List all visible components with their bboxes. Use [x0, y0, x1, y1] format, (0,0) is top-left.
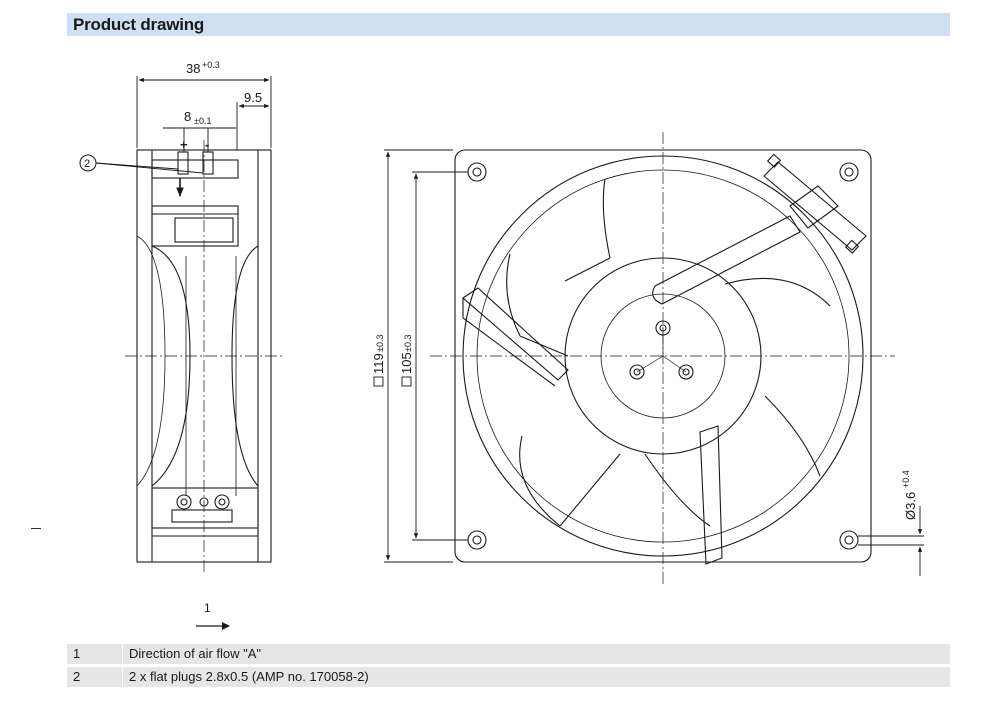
dim-width: 38: [186, 61, 200, 76]
dim-width-tol: +0.3: [202, 60, 220, 70]
front-view: [430, 132, 895, 584]
dim-square-outer: 119: [371, 353, 386, 374]
side-dimension-text: 38 +0.3 9.5 8 ±0.1 + -: [180, 60, 262, 152]
minus-sign: -: [205, 137, 209, 152]
dim-square-mount-tol: ±0.3: [403, 335, 413, 352]
legend-description: Direction of air flow "A": [129, 646, 262, 661]
callout-1-label: 1: [204, 601, 211, 615]
side-view: [125, 140, 285, 572]
legend-number: 2: [73, 669, 81, 684]
strut: [462, 287, 569, 381]
section-header: Product drawing: [67, 13, 950, 36]
product-drawing: 38 +0.3 9.5 8 ±0.1 + - 2: [79, 60, 924, 584]
front-dimension-text: 119 ±0.3 105 ±0.3 Ø3.6 +0.4: [371, 335, 918, 520]
front-dimensions: [384, 149, 924, 576]
section-title: Product drawing: [73, 15, 205, 34]
legend-description: 2 x flat plugs 2.8x0.5 (AMP no. 170058-2…: [129, 669, 369, 684]
dim-plug-spacing: 8: [184, 109, 191, 124]
dim-hole-dia: Ø3.6: [903, 492, 918, 520]
dim-plug-spacing-tol: ±0.1: [194, 116, 211, 126]
side-dimensions: [136, 76, 272, 152]
margin-mark: [31, 528, 41, 529]
mounting-holes: [467, 162, 859, 550]
callout-2: 2: [79, 154, 204, 174]
dim-square-outer-tol: ±0.3: [375, 335, 385, 352]
legend-row: 1 Direction of air flow "A": [67, 644, 950, 664]
legend-number: 1: [73, 646, 81, 661]
legend-row: 2 2 x flat plugs 2.8x0.5 (AMP no. 170058…: [67, 667, 950, 687]
airflow-arrow: [196, 622, 230, 630]
svg-text:2: 2: [84, 158, 90, 170]
dim-offset: 9.5: [244, 90, 262, 105]
dim-hole-dia-tol: +0.4: [901, 470, 911, 488]
blade: [602, 178, 611, 259]
dim-square-mount: 105: [399, 352, 414, 374]
plus-sign: +: [180, 137, 188, 152]
